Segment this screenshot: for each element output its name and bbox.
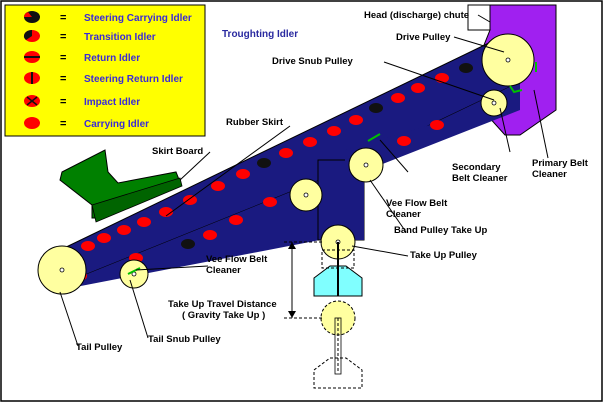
travel-distance-label: ( Gravity Take Up ) [182, 310, 265, 321]
transition-idler [435, 73, 449, 83]
return-idler [229, 215, 243, 225]
steering-carrying-idler-icon [24, 11, 40, 23]
legend-label: Carrying Idler [84, 119, 149, 130]
vee-flow-upper-label: Cleaner [386, 209, 421, 220]
conveyor-belt [59, 39, 521, 290]
legend-label: Return Idler [84, 53, 140, 64]
steering-return-idler [181, 239, 195, 249]
secondary-cleaner-label: Secondary [452, 162, 501, 173]
impact-idler [81, 241, 95, 251]
impact-idler [117, 225, 131, 235]
legend-label: Transition Idler [84, 32, 156, 43]
vee-flow-lower-label: Vee Flow Belt [206, 254, 268, 265]
legend-box [4, 4, 206, 137]
legend-label: Impact Idler [84, 97, 140, 108]
drive-pulley [481, 33, 535, 87]
carrying-idler [349, 115, 363, 125]
carrying-idler [303, 137, 317, 147]
primary-cleaner-label: Cleaner [532, 169, 567, 180]
travel-dimension [284, 241, 322, 319]
drive-pulley-label: Drive Pulley [396, 32, 451, 43]
diagram-title: Troughting Idler [222, 29, 298, 40]
transition-idler [411, 83, 425, 93]
carrying-idler [327, 126, 341, 136]
snub-pulley-mid [289, 178, 323, 212]
vee-flow-upper-label: Vee Flow Belt [386, 198, 448, 209]
legend-eq: = [60, 118, 66, 130]
carrying-idler [279, 148, 293, 158]
carrying-idlers [81, 63, 473, 251]
vee-flow-cleaner-lower [127, 267, 141, 275]
return-idler [430, 120, 444, 130]
skirt-board [59, 149, 183, 223]
tail-snub-pulley [119, 259, 149, 289]
vee-flow-cleaner-upper [367, 133, 381, 142]
legend: = Steering Carrying Idler = Transition I… [4, 4, 206, 137]
take-up-pulley-label: Take Up Pulley [410, 250, 478, 261]
secondary-cleaner-label: Belt Cleaner [452, 173, 508, 184]
impact-idler [97, 233, 111, 243]
return-idler [397, 136, 411, 146]
impact-idler-icon [24, 95, 40, 107]
drive-snub-pulley [480, 89, 508, 117]
return-idler [203, 230, 217, 240]
tail-pulley [37, 245, 87, 295]
impact-idler [137, 217, 151, 227]
legend-eq: = [60, 12, 66, 24]
band-pulley-label: Band Pulley Take Up [394, 225, 487, 236]
leader-lines [59, 14, 549, 347]
transition-idler [459, 63, 473, 73]
steering-carrying-idler [369, 103, 383, 113]
tail-pulley-label: Tail Pulley [76, 342, 123, 353]
carrying-idler [211, 181, 225, 191]
return-idler [263, 197, 277, 207]
carrying-idler-icon [24, 117, 40, 129]
legend-eq: = [60, 96, 66, 108]
head-chute-label: Head (discharge) chute [364, 10, 469, 21]
take-up-weight [313, 242, 363, 389]
legend-label: Steering Carrying Idler [84, 13, 192, 24]
vee-flow-lower-label: Cleaner [206, 265, 241, 276]
impact-idler [159, 207, 173, 217]
carrying-idler [236, 169, 250, 179]
transition-idler-icon [23, 29, 40, 42]
legend-eq: = [60, 31, 66, 43]
skirt-board-label: Skirt Board [152, 146, 203, 157]
steering-carrying-idler [257, 158, 271, 168]
rubber-skirt-label: Rubber Skirt [226, 117, 284, 128]
legend-eq: = [60, 73, 66, 85]
drive-snub-label: Drive Snub Pulley [272, 56, 353, 67]
primary-cleaner-mark [509, 85, 523, 94]
return-idler-icon [24, 51, 40, 63]
carrying-idler [391, 93, 405, 103]
legend-eq: = [60, 52, 66, 64]
steering-return-idler-icon [24, 72, 40, 84]
band-pulley-take-up [348, 147, 384, 183]
travel-distance-label: Take Up Travel Distance [168, 299, 277, 310]
legend-label: Steering Return Idler [84, 74, 183, 85]
carrying-idler [183, 195, 197, 205]
primary-cleaner-label: Primary Belt [532, 158, 589, 169]
tail-snub-label: Tail Snub Pulley [148, 334, 221, 345]
